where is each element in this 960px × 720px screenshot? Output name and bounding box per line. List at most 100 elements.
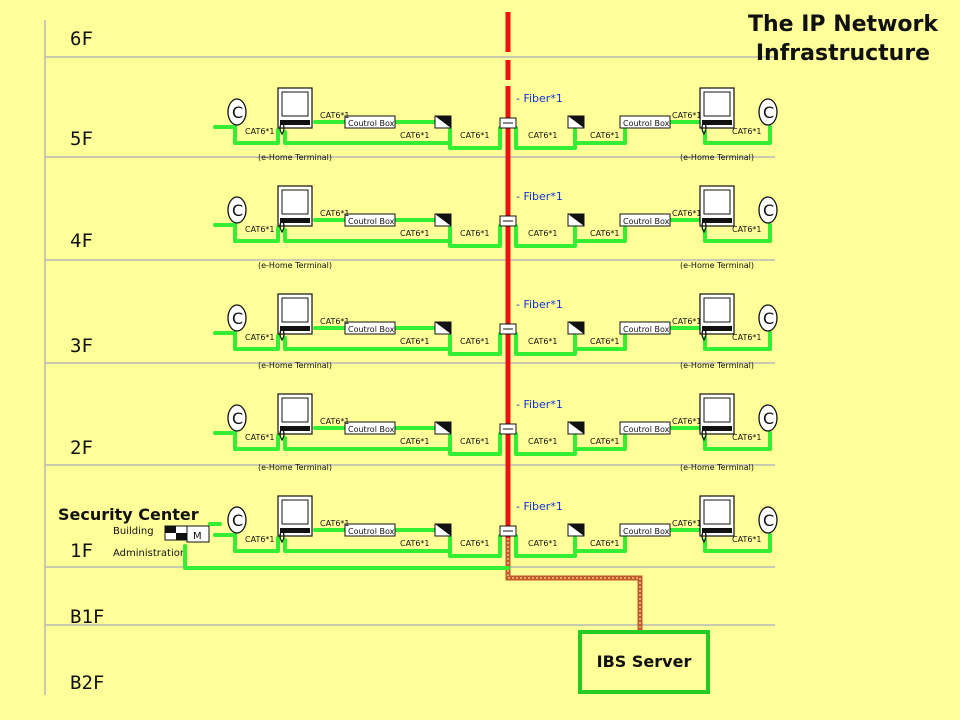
fiber-label: - Fiber*1	[516, 298, 563, 311]
cat6-link	[283, 334, 452, 351]
svg-text:C: C	[763, 103, 774, 122]
cat6-link	[283, 536, 452, 553]
e-home-terminal-icon	[277, 495, 313, 537]
cat6-label: CAT6*1	[320, 317, 350, 326]
cat6-link	[233, 223, 280, 243]
cat6-label: CAT6*1	[460, 229, 490, 238]
wall-outlet	[434, 115, 452, 129]
camera-icon: C	[758, 404, 778, 432]
camera-icon: C	[758, 98, 778, 126]
admin-panel-fill	[165, 526, 176, 533]
svg-text:C: C	[763, 409, 774, 428]
cat6-link	[573, 536, 627, 553]
cat6-label: CAT6*1	[672, 111, 702, 120]
cat6-link	[233, 533, 280, 553]
control-box	[619, 421, 671, 435]
e-home-terminal-icon	[277, 293, 313, 335]
terminal-label: (e-Home Terminal)	[258, 153, 332, 162]
cat6-label: CAT6*1	[590, 131, 620, 140]
title-line-2: Infrastructure	[755, 41, 931, 66]
camera-icon: C	[227, 98, 247, 126]
floor-label-b2f: B2F	[70, 672, 105, 694]
wall-outlet	[434, 421, 452, 435]
e-home-terminal-icon	[699, 495, 735, 537]
terminal-label: (e-Home Terminal)	[680, 463, 754, 472]
cat6-link	[703, 125, 772, 145]
control-box	[619, 321, 671, 335]
cat6-label: CAT6*1	[320, 209, 350, 218]
m-box	[186, 525, 210, 543]
cat6-label: CAT6*1	[245, 127, 275, 136]
svg-text:C: C	[232, 201, 243, 220]
camera-icon: C	[758, 506, 778, 534]
cat6-link	[283, 226, 452, 243]
cat6-link	[448, 432, 502, 456]
e-home-terminal-icon	[699, 87, 735, 129]
svg-text:C: C	[232, 511, 243, 530]
cat6-link	[514, 534, 577, 558]
e-home-terminal-icon	[699, 185, 735, 227]
cat6-link	[573, 128, 627, 145]
svg-text:C: C	[763, 309, 774, 328]
control-box-label: Coutrol Box	[623, 119, 670, 128]
fiber-label: - Fiber*1	[516, 190, 563, 203]
cat6-link	[514, 224, 577, 248]
svg-text:C: C	[763, 201, 774, 220]
control-box-label: Coutrol Box	[623, 217, 670, 226]
cat6-link	[448, 224, 502, 248]
phone-cord-icon	[279, 529, 285, 544]
cat6-label: CAT6*1	[528, 131, 558, 140]
e-home-terminal-icon	[699, 293, 735, 335]
e-home-terminal-icon	[277, 393, 313, 435]
camera-icon: C	[227, 506, 247, 534]
fiber-label: - Fiber*1	[516, 500, 563, 513]
phone-cord-icon	[279, 121, 285, 136]
control-box-label: Coutrol Box	[348, 527, 395, 536]
camera-icon: C	[227, 304, 247, 332]
building-label: Building	[113, 526, 154, 537]
terminal-label: (e-Home Terminal)	[680, 361, 754, 370]
cat6-label: CAT6*1	[245, 535, 275, 544]
cat6-link	[573, 334, 627, 351]
floor-label-5f: 5F	[70, 128, 93, 150]
control-box	[619, 115, 671, 129]
cat6-link	[183, 544, 510, 570]
phone-cord-icon	[701, 327, 707, 342]
wall-outlet	[434, 523, 452, 537]
cat6-label: CAT6*1	[672, 317, 702, 326]
cat6-label: CAT6*1	[460, 337, 490, 346]
terminal-label: (e-Home Terminal)	[258, 361, 332, 370]
cat6-label: CAT6*1	[672, 209, 702, 218]
cat6-link	[448, 534, 502, 558]
control-box	[344, 213, 396, 227]
admin-panel-fill	[176, 533, 187, 540]
cat6-label: CAT6*1	[320, 417, 350, 426]
cat6-label: CAT6*1	[732, 535, 762, 544]
ibs-server-box	[578, 630, 710, 694]
floor-label-2f: 2F	[70, 437, 93, 459]
cat6-label: CAT6*1	[400, 539, 430, 548]
cat6-link	[514, 332, 577, 356]
cat6-label: CAT6*1	[732, 333, 762, 342]
cat6-label: CAT6*1	[528, 437, 558, 446]
cat6-link	[573, 434, 627, 451]
control-box-label: Coutrol Box	[623, 325, 670, 334]
phone-cord-icon	[701, 427, 707, 442]
cat6-label: CAT6*1	[460, 437, 490, 446]
cat6-label: CAT6*1	[732, 433, 762, 442]
cat6-label: CAT6*1	[590, 539, 620, 548]
wall-outlet	[567, 321, 585, 335]
cat6-link	[514, 126, 577, 150]
cat6-link	[703, 331, 772, 351]
floor-label-6f: 6F	[70, 28, 93, 50]
cat6-label: CAT6*1	[732, 225, 762, 234]
phone-cord-icon	[279, 427, 285, 442]
camera-icon: C	[227, 196, 247, 224]
wall-outlet	[567, 421, 585, 435]
terminal-label: (e-Home Terminal)	[680, 261, 754, 270]
wall-outlet	[567, 213, 585, 227]
cat6-label: CAT6*1	[400, 437, 430, 446]
control-box	[344, 115, 396, 129]
cat6-link	[514, 432, 577, 456]
